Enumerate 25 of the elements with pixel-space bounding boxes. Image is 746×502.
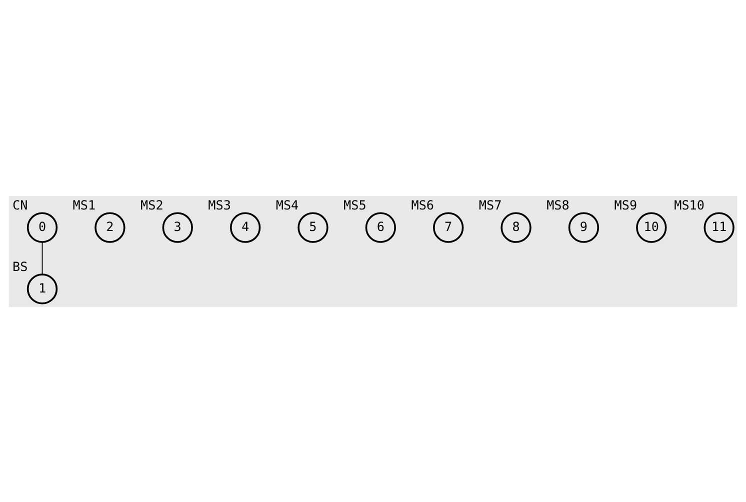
node-circle: 6 (365, 212, 396, 242)
node-label: MS6 (411, 197, 434, 212)
node-circle: 0 (26, 212, 58, 242)
node-label: MS9 (614, 197, 638, 212)
node-circle: 11 (704, 212, 734, 242)
node-circle: 5 (298, 212, 328, 242)
node-label: MS3 (208, 197, 231, 212)
node-circle: 3 (162, 212, 193, 242)
node-label: MS4 (276, 197, 299, 212)
node-label: MS7 (478, 197, 502, 212)
node-label: MS10 (674, 197, 705, 212)
connector (42, 241, 43, 274)
node-circle: 7 (433, 212, 464, 242)
node-circle: 8 (500, 212, 532, 242)
node-circle: 1 (26, 273, 58, 304)
node-label: MS2 (140, 197, 164, 212)
node-circle: 9 (568, 212, 600, 242)
node-label: MS8 (546, 197, 570, 212)
node-label: MS1 (72, 197, 96, 212)
node-label: MS5 (344, 197, 366, 212)
node-label: BS (12, 258, 28, 274)
node-circle: 2 (94, 212, 126, 242)
node-label: CN (12, 197, 28, 212)
node-circle: 10 (636, 212, 667, 242)
node-circle: 4 (230, 212, 261, 242)
